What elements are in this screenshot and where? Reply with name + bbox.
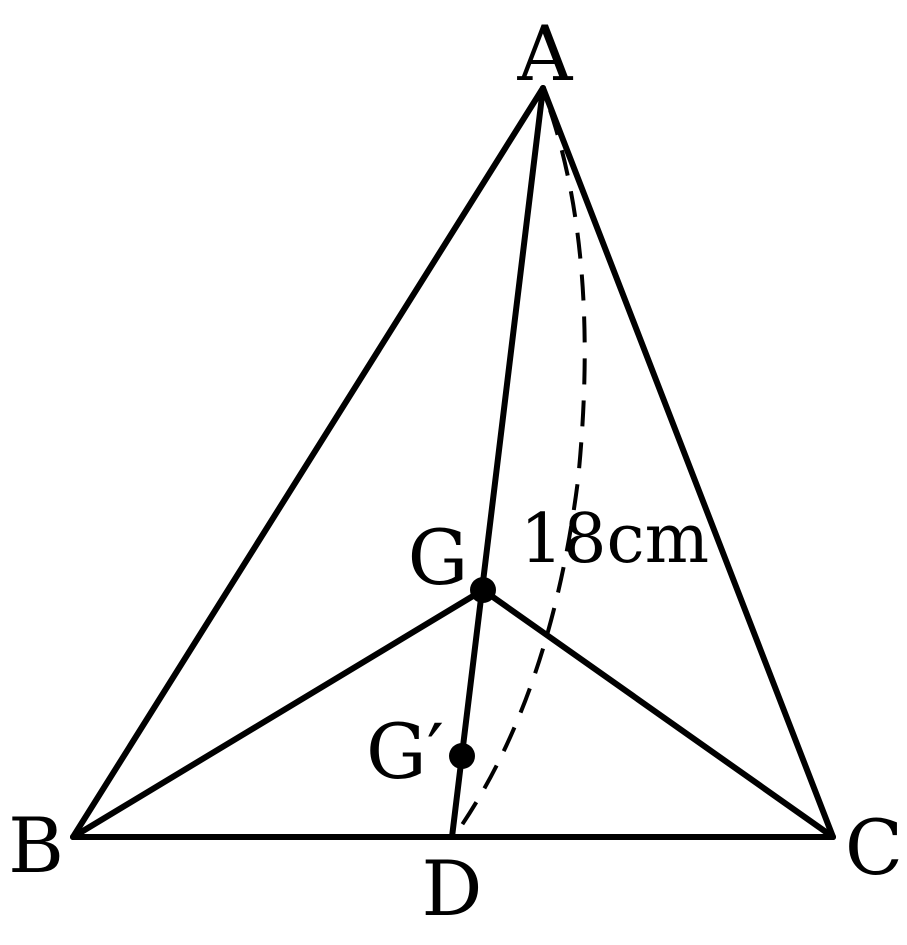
point-G xyxy=(470,577,496,603)
label-A: A xyxy=(517,9,574,98)
label-C: C xyxy=(845,803,903,892)
segment-GB xyxy=(70,587,486,840)
label-B: B xyxy=(8,801,64,890)
point-G-prime xyxy=(449,743,475,769)
edge-AC xyxy=(540,85,836,840)
measurement-label: 18cm xyxy=(520,500,709,579)
label-D: D xyxy=(422,844,483,933)
label-G-prime: G′ xyxy=(366,707,444,796)
edge-AB xyxy=(70,85,546,840)
segment-GC xyxy=(480,587,836,840)
dashed-measure-curve xyxy=(453,109,587,837)
segment-AD xyxy=(449,85,546,840)
label-G: G xyxy=(408,513,469,602)
